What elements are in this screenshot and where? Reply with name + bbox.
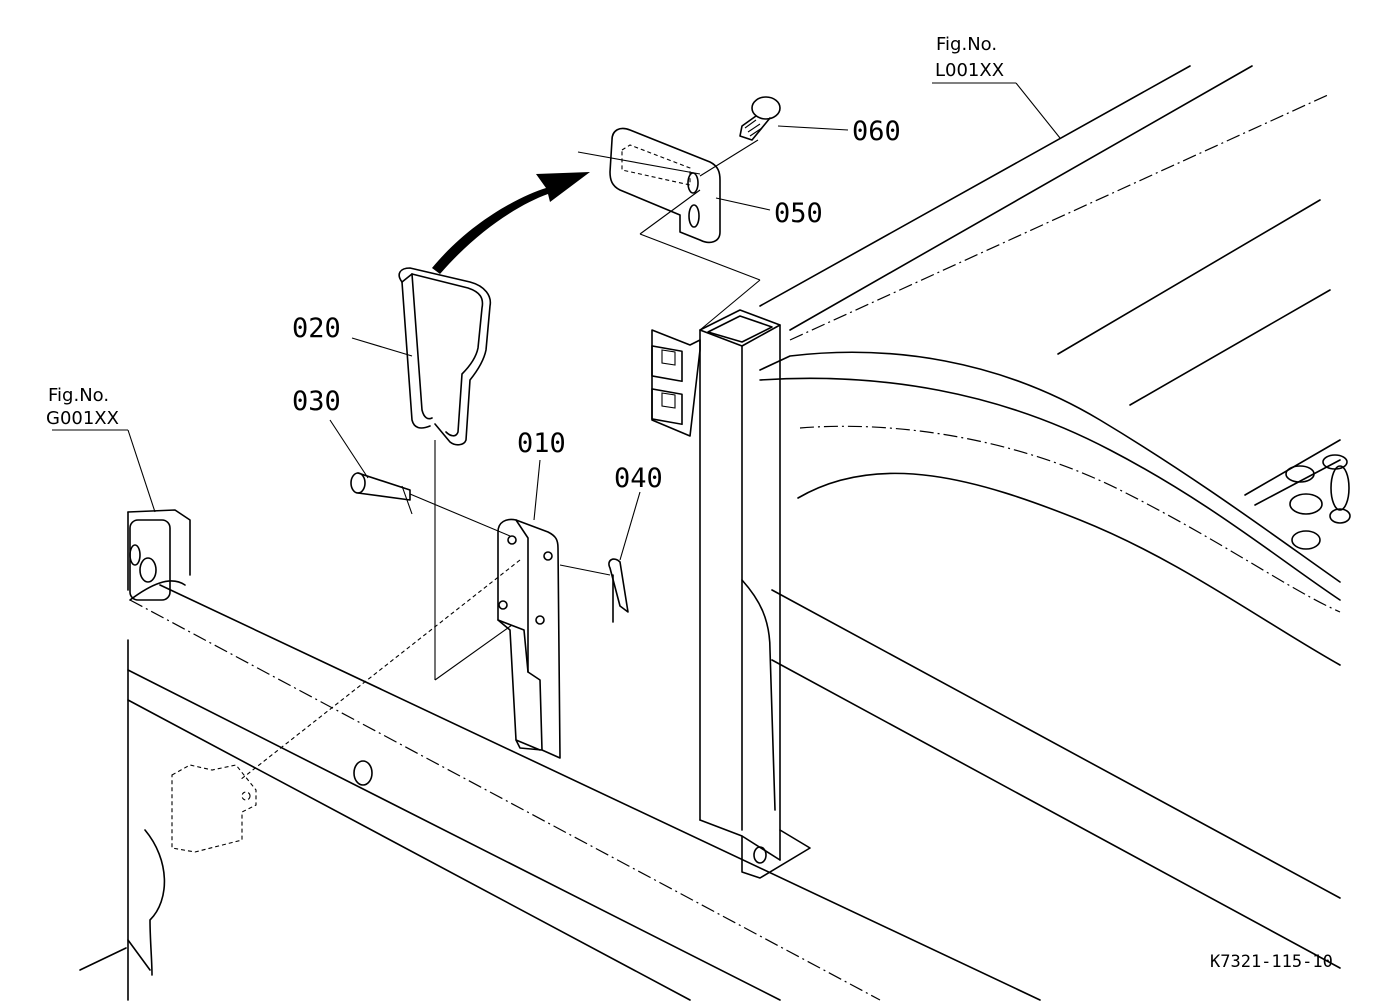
callout-050: 050 [774, 198, 823, 229]
part-020-wire-clip [398, 267, 492, 680]
callout-labels: 010 020 030 040 050 060 [292, 116, 901, 494]
ref-right-title: Fig.No. [936, 34, 997, 55]
figure-references: Fig.No. G001XX Fig.No. L001XX [46, 34, 1004, 429]
ref-left-title: Fig.No. [48, 385, 109, 406]
cargo-bed-body [759, 65, 1351, 969]
rotation-arrow [432, 172, 590, 274]
part-010-hinge-bracket [239, 518, 611, 781]
ref-right-code: L001XX [935, 60, 1004, 81]
callout-030: 030 [292, 386, 341, 417]
leader-lines [52, 82, 1061, 561]
figure-code: K7321-115-10 [1210, 952, 1333, 972]
callout-010: 010 [517, 428, 566, 459]
part-030-pin [350, 472, 511, 537]
callout-060: 060 [852, 116, 901, 147]
callout-020: 020 [292, 313, 341, 344]
post-assembly [651, 309, 811, 879]
part-040-split-pin [608, 558, 629, 623]
callout-040: 040 [614, 463, 663, 494]
part-050-bracket-plate [577, 127, 761, 331]
part-060-bolt [699, 96, 781, 177]
ref-left-code: G001XX [46, 408, 119, 429]
tailgate-panel [79, 509, 1041, 1001]
